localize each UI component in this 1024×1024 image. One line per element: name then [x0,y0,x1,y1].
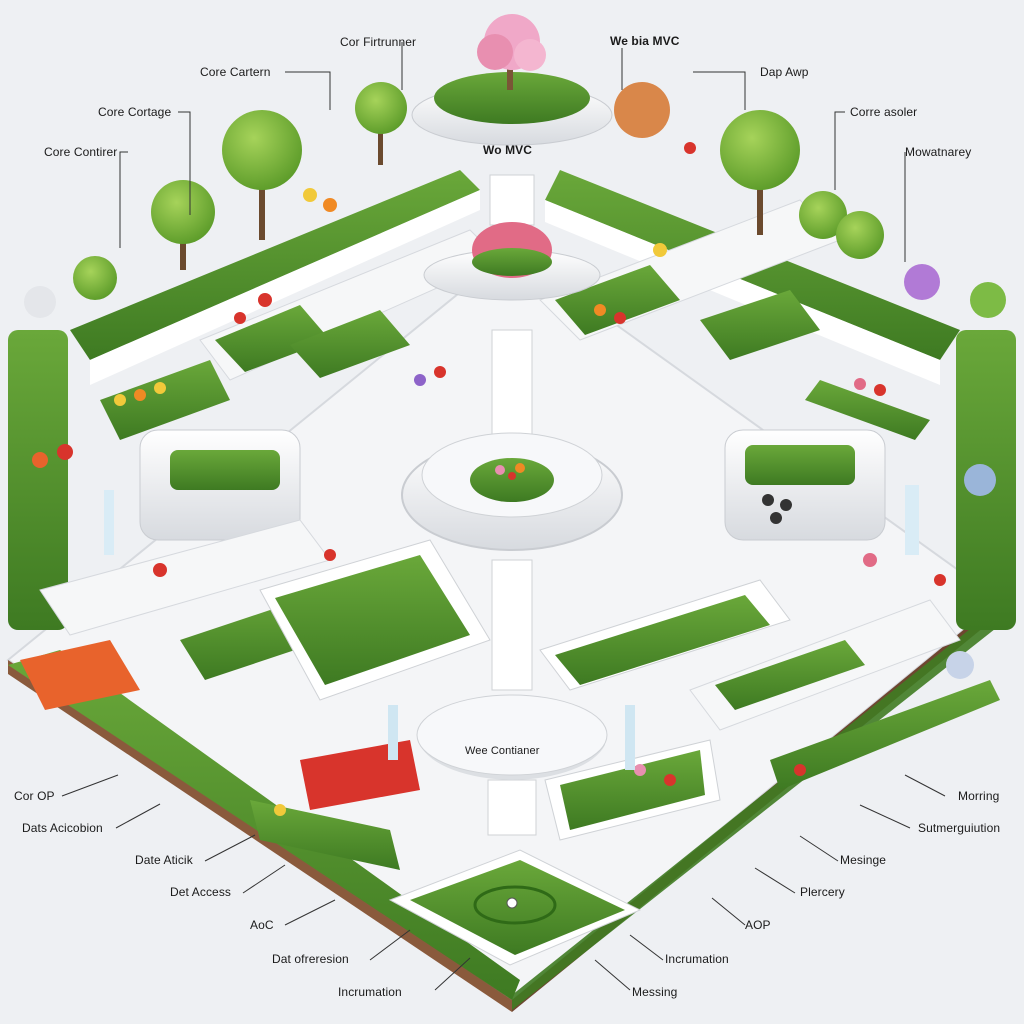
label-core-contirer: Core Contirer [44,145,117,159]
label-plercery: Plercery [800,885,845,899]
label-corre-asoler: Corre asoler [850,105,917,119]
label-det-access: Det Access [170,885,231,899]
label-sutmerguiution: Sutmerguiution [918,821,1000,835]
label-top-right-title: We bia MVC [610,34,679,48]
label-aoc: AoC [250,918,274,932]
label-dap-awp: Dap Awp [760,65,809,79]
label-messing: Messing [632,985,677,999]
label-dats-acicobion: Dats Acicobion [22,821,103,835]
label-dat-ofreresion: Dat ofreresion [272,952,349,966]
label-aop: AOP [745,918,771,932]
label-wo-mvc: Wo MVC [483,143,532,157]
label-mowatnarey: Mowatnarey [905,145,971,159]
label-morring: Morring [958,789,999,803]
label-date-aticik: Date Aticik [135,853,193,867]
label-top-center: Cor Firtrunner [340,35,416,49]
label-core-cortage: Core Cortage [98,105,171,119]
label-core-cartern: Core Cartern [200,65,271,79]
top-pedestal [412,14,612,145]
label-incrumation-right: Incrumation [665,952,729,966]
label-cor-op: Cor OP [14,789,55,803]
label-mesinge: Mesinge [840,853,886,867]
label-wee-contianer: Wee Contianer [465,745,539,757]
label-incrumation-left: Incrumation [338,985,402,999]
